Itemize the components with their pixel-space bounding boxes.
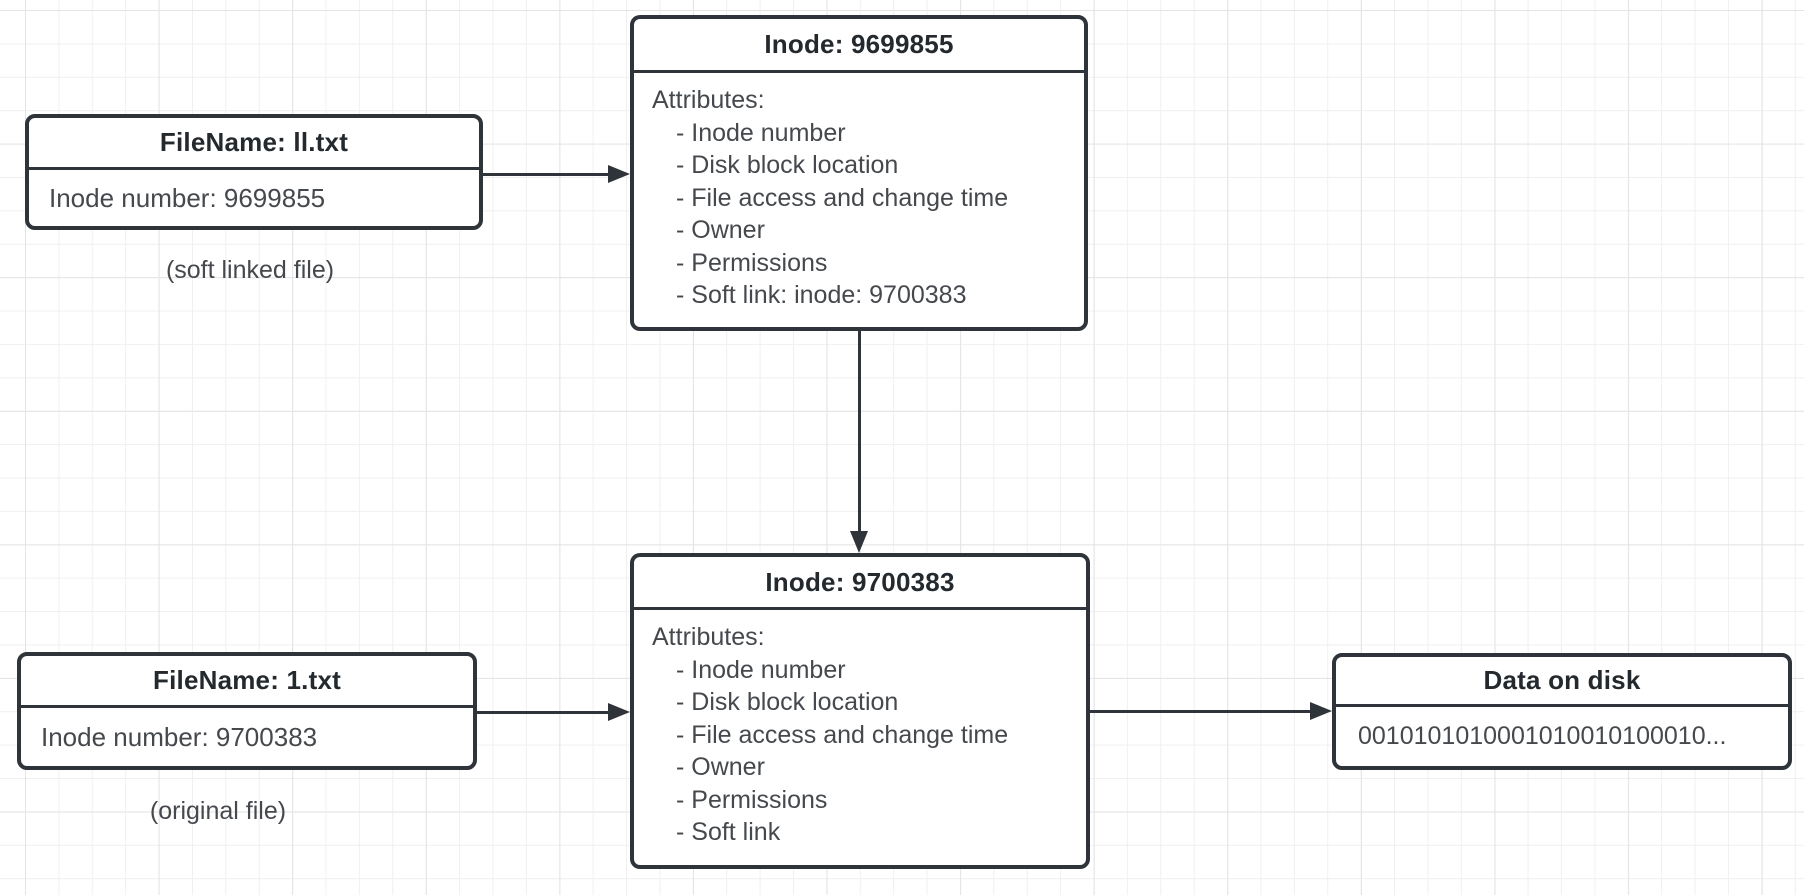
caption-soft-linked-file: (soft linked file)	[165, 256, 335, 284]
arrow-shaft	[483, 172, 610, 176]
arrow-inode-to-data	[1090, 702, 1332, 720]
attr-item: - Disk block location	[676, 688, 899, 716]
arrow-orig-file-to-inode	[477, 703, 630, 721]
attributes-label: Attributes:	[652, 86, 765, 114]
node-title: Data on disk	[1336, 657, 1788, 707]
arrowhead-right-icon	[608, 703, 630, 721]
arrowhead-right-icon	[1310, 702, 1332, 720]
node-title: Inode: 9699855	[634, 19, 1084, 73]
attr-item: - Inode number	[676, 655, 846, 684]
node-original-file: FileName: 1.txt Inode number: 9700383	[17, 652, 477, 770]
attributes-list: Attributes: - Inode number - Disk block …	[634, 73, 1084, 327]
arrowhead-right-icon	[608, 165, 630, 183]
node-title: FileName: 1.txt	[21, 656, 473, 708]
attributes-list: Attributes: - Inode number - Disk block …	[634, 610, 1086, 865]
attr-item: - Owner	[676, 753, 765, 781]
attr-item: - File access and change time	[676, 183, 1009, 212]
node-title: Inode: 9700383	[634, 557, 1086, 610]
node-inode-9699855: Inode: 9699855 Attributes: - Inode numbe…	[630, 15, 1088, 331]
attr-item: - Soft link: inode: 9700383	[676, 281, 967, 309]
inode-number-text: Inode number: 9699855	[49, 182, 326, 213]
attr-item: - Permissions	[676, 248, 828, 277]
arrow-shaft	[477, 710, 610, 714]
attr-item: - Disk block location	[676, 151, 899, 179]
arrow-soft-file-to-inode	[483, 165, 630, 183]
node-data-on-disk: Data on disk 0010101010001010010100010..…	[1332, 653, 1792, 770]
node-soft-linked-file: FileName: ll.txt Inode number: 9699855	[25, 114, 483, 230]
arrow-shaft	[1090, 709, 1312, 713]
node-inode-9700383: Inode: 9700383 Attributes: - Inode numbe…	[630, 553, 1090, 869]
caption-original-file: (original file)	[149, 797, 287, 825]
attr-item: - Permissions	[676, 785, 828, 814]
attributes-label: Attributes:	[652, 623, 765, 651]
attr-item: - Inode number	[676, 118, 846, 147]
arrowhead-down-icon	[850, 531, 868, 553]
arrow-shaft	[857, 331, 861, 533]
attr-item: - Owner	[676, 216, 765, 244]
inode-number-text: Inode number: 9700383	[41, 721, 318, 752]
attr-item: - File access and change time	[676, 720, 1009, 749]
binary-data-text: 0010101010001010010100010...	[1358, 722, 1727, 750]
arrow-inode-to-inode	[850, 331, 868, 553]
node-title: FileName: ll.txt	[29, 118, 479, 170]
attr-item: - Soft link	[676, 818, 781, 846]
